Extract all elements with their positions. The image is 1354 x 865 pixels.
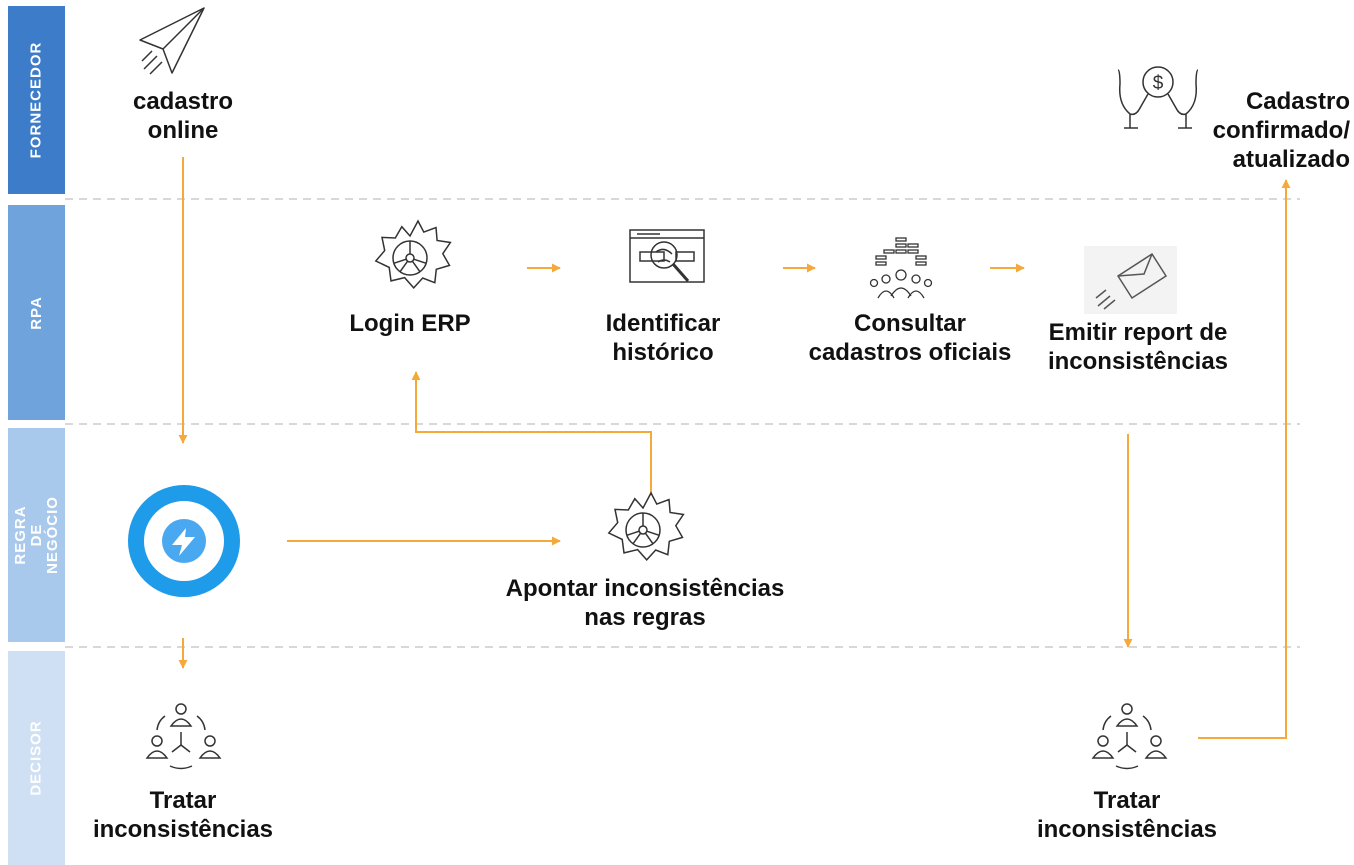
svg-text:$: $ [1153, 73, 1164, 94]
paper-plane-icon [139, 7, 205, 75]
node-cadastro-confirmado: Cadastro confirmado/ atualizado [1212, 88, 1350, 173]
lane-rpa: RPA [8, 205, 65, 420]
node-consultar-cadastros: Consultar cadastros oficiais [808, 310, 1012, 366]
people-data-icon [869, 237, 933, 299]
lane-fornecedor: FORNECEDOR [8, 6, 65, 194]
gear-icon [607, 491, 685, 562]
node-tratar-inconsistencias-right: Tratar inconsistências [1036, 787, 1218, 843]
team-cycle-icon [1091, 703, 1168, 770]
lane-separators [65, 198, 1300, 648]
node-tratar-inconsistencias-left: Tratar inconsistências [92, 787, 274, 843]
node-identificar-historico: Identificar histórico [605, 310, 721, 366]
node-emitir-report: Emitir report de inconsistências [1047, 319, 1229, 375]
hands-money-icon: $ [1117, 66, 1199, 129]
node-cadastro-online: cadastro online [132, 88, 234, 144]
web-search-icon [629, 229, 705, 283]
arrow-apontar-to-login [411, 371, 652, 493]
connectors [178, 157, 1291, 739]
lightning-bolt-icon [128, 485, 240, 597]
team-cycle-icon [145, 703, 222, 770]
lane-decisor: DECISOR [8, 651, 65, 865]
node-login-erp: Login ERP [349, 310, 471, 337]
node-apontar-inconsistencias: Apontar inconsistências nas regras [505, 575, 785, 631]
arrow-tratar-to-confirmado [1198, 179, 1291, 739]
lane-regra-de-negocio: REGRA DE NEGÓCIO [8, 428, 65, 642]
gear-icon [374, 219, 452, 290]
sending-envelope-icon [1084, 246, 1177, 314]
